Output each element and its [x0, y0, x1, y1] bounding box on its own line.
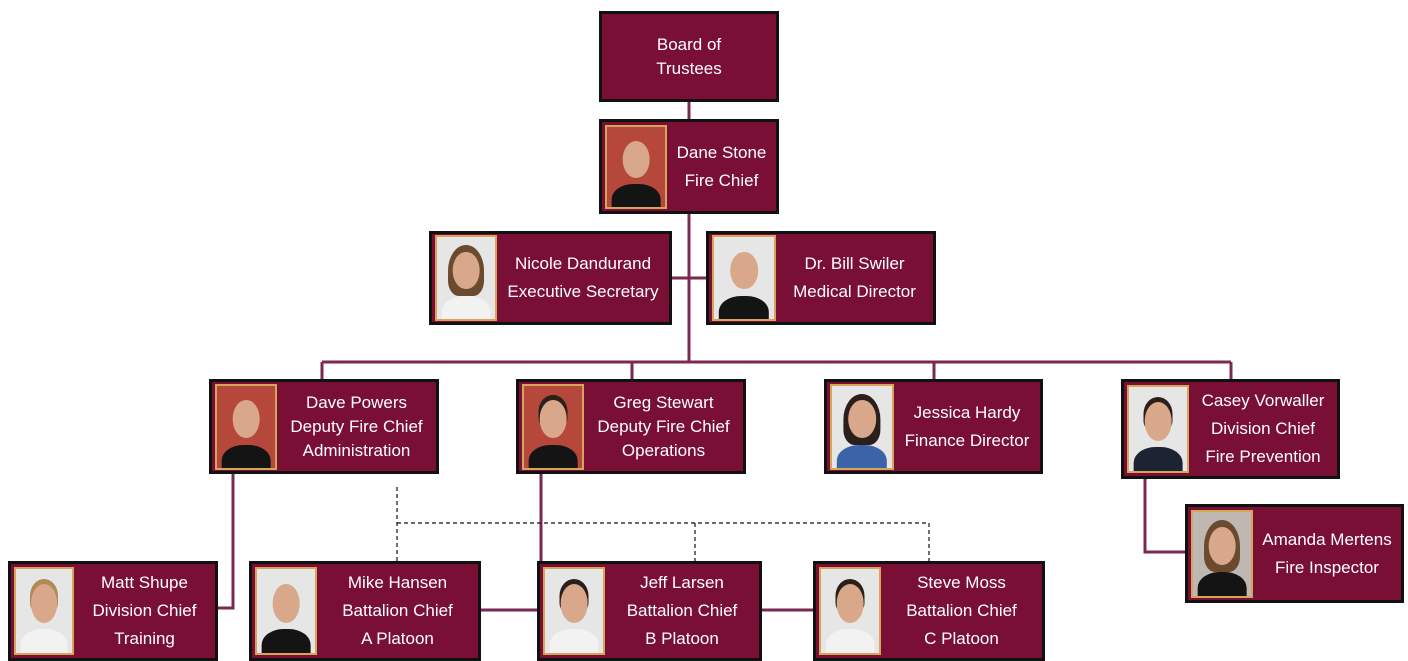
- division-chief-training-photo: [14, 567, 74, 655]
- person-title: Battalion Chief: [626, 601, 738, 620]
- person-subtitle: A Platoon: [361, 629, 434, 648]
- fire-inspector-box: Amanda Mertens Fire Inspector: [1185, 504, 1404, 603]
- person-subtitle: Training: [114, 629, 175, 648]
- person-subtitle: C Platoon: [924, 629, 999, 648]
- person-name: Casey Vorwaller: [1201, 391, 1325, 410]
- battalion-chief-b-platoon-box: Jeff Larsen Battalion Chief B Platoon: [537, 561, 762, 661]
- person-title: Division Chief: [92, 601, 197, 620]
- person-title: Division Chief: [1211, 419, 1315, 438]
- deputy-chief-operations-box: Greg Stewart Deputy Fire Chief Operation…: [516, 379, 746, 474]
- person-name: Jessica Hardy: [913, 402, 1021, 422]
- person-name: Matt Shupe: [101, 573, 188, 592]
- person-title: Fire Inspector: [1275, 557, 1379, 577]
- battalion-chief-c-platoon-box: Steve Moss Battalion Chief C Platoon: [813, 561, 1045, 661]
- board-of-trustees-box: Board of Trustees: [599, 11, 779, 102]
- person-name: Dane Stone: [676, 142, 767, 162]
- board-line-2: Trustees: [656, 58, 722, 78]
- person-subtitle: B Platoon: [645, 629, 719, 648]
- person-name: Dr. Bill Swiler: [804, 254, 905, 273]
- battalion-chief-b-platoon-photo: [543, 567, 605, 655]
- person-title: Executive Secretary: [507, 282, 659, 301]
- person-subtitle: Operations: [621, 440, 706, 460]
- division-chief-fire-prevention-box: Casey Vorwaller Division Chief Fire Prev…: [1121, 379, 1340, 479]
- person-name: Amanda Mertens: [1262, 529, 1392, 549]
- person-title: Deputy Fire Chief: [290, 416, 423, 436]
- finance-director-box: Jessica Hardy Finance Director: [824, 379, 1043, 474]
- finance-director-photo: [830, 383, 894, 470]
- person-name: Mike Hansen: [347, 573, 448, 592]
- deputy-chief-administration-photo: [215, 383, 277, 470]
- deputy-chief-operations-photo: [522, 383, 584, 470]
- person-name: Steve Moss: [917, 573, 1006, 592]
- person-name: Jeff Larsen: [640, 573, 724, 592]
- connector-vorwaller-mertens: [1143, 478, 1187, 554]
- executive-secretary-photo: [435, 235, 497, 321]
- person-subtitle: Administration: [302, 440, 411, 460]
- fire-chief-photo: [605, 124, 667, 209]
- executive-secretary-box: Nicole Dandurand Executive Secretary: [429, 231, 672, 325]
- board-of-trustees-label: Board of Trustees: [656, 33, 722, 81]
- division-chief-fire-prevention-photo: [1127, 385, 1189, 473]
- person-title: Medical Director: [793, 282, 916, 301]
- person-title: Battalion Chief: [906, 601, 1017, 620]
- board-line-1: Board of: [656, 34, 722, 54]
- person-subtitle: Fire Prevention: [1205, 447, 1321, 466]
- battalion-chief-a-platoon-photo: [255, 567, 317, 655]
- battalion-chief-a-platoon-box: Mike Hansen Battalion Chief A Platoon: [249, 561, 481, 661]
- medical-director-box: Dr. Bill Swiler Medical Director: [706, 231, 936, 325]
- medical-director-photo: [712, 235, 776, 321]
- deputy-chief-administration-box: Dave Powers Deputy Fire Chief Administra…: [209, 379, 439, 474]
- fire-inspector-photo: [1191, 509, 1253, 598]
- person-title: Deputy Fire Chief: [597, 416, 730, 436]
- division-chief-training-box: Matt Shupe Division Chief Training: [8, 561, 218, 661]
- fire-chief-box: Dane Stone Fire Chief: [599, 119, 779, 214]
- person-title: Fire Chief: [684, 170, 759, 190]
- connector-powers-shupe: [214, 473, 235, 610]
- person-name: Nicole Dandurand: [514, 254, 652, 273]
- person-name: Dave Powers: [305, 392, 408, 412]
- battalion-chief-c-platoon-photo: [819, 567, 881, 655]
- person-name: Greg Stewart: [613, 392, 714, 412]
- person-title: Finance Director: [904, 430, 1030, 450]
- person-title: Battalion Chief: [342, 601, 453, 620]
